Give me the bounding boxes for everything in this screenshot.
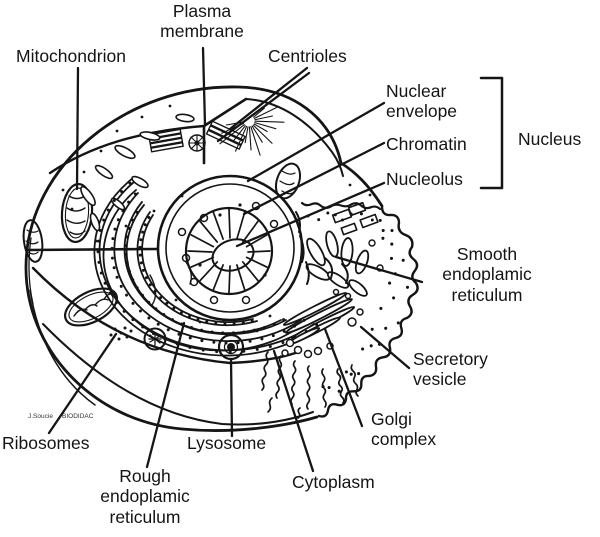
label-rough-er: Rough endoplamic reticulum [100, 466, 190, 527]
label-golgi-complex: Golgi complex [371, 409, 437, 450]
leader-mitochondrion [75, 66, 80, 191]
label-smooth-er: Smooth endoplamic reticulum [442, 244, 532, 305]
leader-golgi [323, 327, 364, 428]
leader-ribosomes [47, 332, 118, 435]
leader-plasma-membrane [201, 46, 207, 127]
label-mitochondrion: Mitochondrion [16, 46, 126, 66]
leader-centrioles-2 [216, 71, 311, 143]
label-chromatin: Chromatin [386, 134, 467, 154]
lysosome-structure [217, 333, 245, 361]
leader-secretory-vesicle [359, 325, 411, 370]
label-ribosomes: Ribosomes [2, 433, 90, 453]
cut-face-line [27, 247, 159, 252]
label-lysosome: Lysosome [187, 433, 267, 453]
centrioles-structure [147, 120, 246, 153]
golgi-structure [281, 288, 364, 359]
nucleus-bracket [479, 76, 504, 190]
cell-outer-membrane [24, 85, 384, 432]
mitochondrion-right [274, 162, 302, 200]
smooth-er-structure [295, 201, 384, 297]
label-cytoplasm: Cytoplasm [292, 472, 375, 492]
leader-chromatin [242, 141, 386, 216]
label-plasma-membrane: Plasma membrane [160, 1, 244, 42]
label-nuclear-envelope: Nuclear envelope [386, 81, 458, 122]
credit-artist: J.Soucie [28, 413, 53, 420]
leader-lysosome [229, 357, 234, 438]
leader-lines [47, 46, 424, 473]
leader-smooth-er [334, 255, 424, 284]
mitochondrion-edge [22, 219, 44, 263]
rough-er-ribbons [93, 177, 321, 357]
mitochondrion-bottom [64, 287, 118, 327]
credit-source: BIODIDAC [62, 413, 94, 420]
leader-nuclear-envelope [246, 101, 386, 183]
label-nucleolus: Nucleolus [386, 169, 463, 189]
ribosome-cluster [109, 326, 133, 341]
label-nucleus: Nucleus [518, 129, 582, 149]
leader-nucleolus [235, 181, 386, 248]
nucleus-structure [156, 174, 304, 322]
membrane-cut-edge [48, 124, 206, 175]
label-secretory-vesicle: Secretory vesicle [413, 349, 488, 390]
label-centrioles: Centrioles [268, 46, 347, 66]
leader-cytoplasm [272, 349, 315, 473]
leader-rough-er [145, 321, 186, 469]
ribosome-specks [61, 104, 372, 333]
leader-centrioles-1 [228, 66, 309, 131]
